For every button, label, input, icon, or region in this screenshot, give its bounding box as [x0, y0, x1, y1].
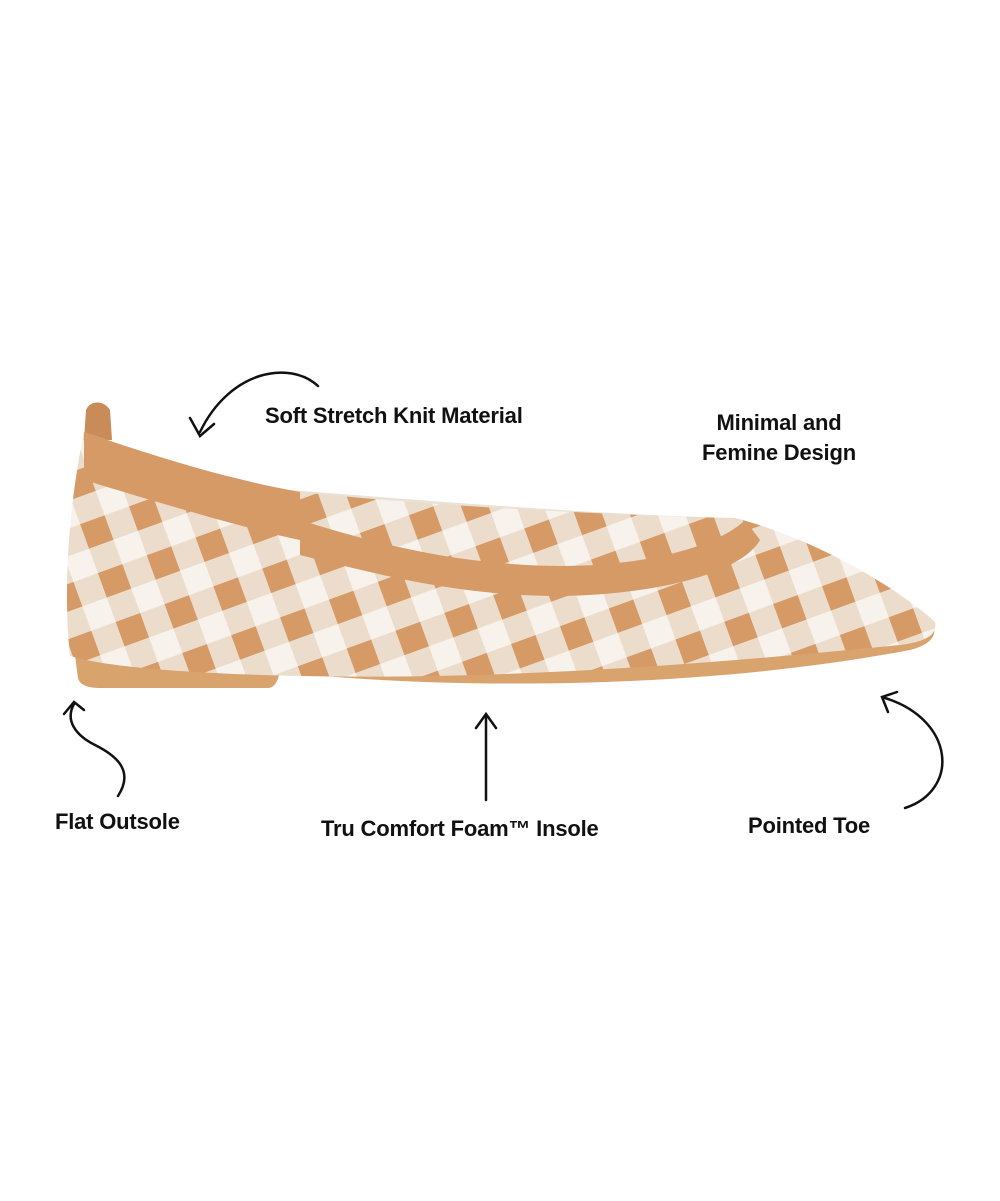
- arrow-insole-icon: [474, 711, 498, 802]
- callout-design-line1: Minimal and: [716, 410, 842, 435]
- arrow-outsole-icon: [62, 700, 126, 798]
- callout-insole: Tru Comfort Foam™ Insole: [321, 816, 599, 841]
- callout-pointed-toe: Pointed Toe: [748, 813, 871, 838]
- arrow-toe-icon: [880, 690, 944, 810]
- callout-knit-material: Soft Stretch Knit Material: [265, 403, 523, 428]
- callout-design-line2: Femine Design: [702, 440, 856, 465]
- outsole: [74, 628, 935, 688]
- arrow-knit-icon: [188, 371, 320, 438]
- callout-flat-outsole: Flat Outsole: [55, 809, 180, 834]
- heel-tab: [84, 402, 112, 440]
- callout-arrows: [62, 371, 944, 810]
- collar-band: [84, 432, 300, 540]
